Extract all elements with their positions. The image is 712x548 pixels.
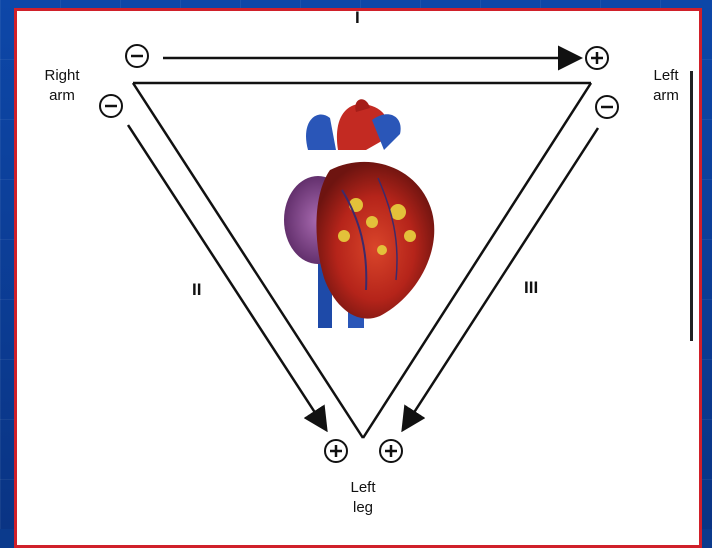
left-leg-label-line2: leg — [335, 498, 391, 518]
lead-1-label: I — [355, 8, 360, 28]
lead-3-arrow — [404, 128, 598, 428]
einthoven-triangle-diagram — [0, 0, 712, 529]
positive-symbol-leg-right — [380, 440, 402, 462]
lead-2-arrow — [128, 125, 325, 428]
lead-3-label: III — [524, 278, 538, 298]
positive-symbol-leg-left — [325, 440, 347, 462]
negative-symbol-top-left — [126, 45, 148, 67]
left-arm-label-line1: Left — [638, 66, 694, 86]
left-arm-label-line2: arm — [638, 86, 694, 106]
heart-illustration — [284, 99, 434, 328]
right-arm-label-line2: arm — [32, 86, 92, 106]
left-leg-label: Left leg — [335, 478, 391, 518]
left-arm-label: Left arm — [638, 66, 694, 106]
positive-symbol-top-right — [586, 47, 608, 69]
negative-symbol-left-arm — [596, 96, 618, 118]
lead-2-label: II — [192, 280, 201, 300]
left-leg-label-line1: Left — [335, 478, 391, 498]
negative-symbol-right-arm — [100, 95, 122, 117]
right-arm-label: Right arm — [32, 66, 92, 106]
right-arm-label-line1: Right — [32, 66, 92, 86]
